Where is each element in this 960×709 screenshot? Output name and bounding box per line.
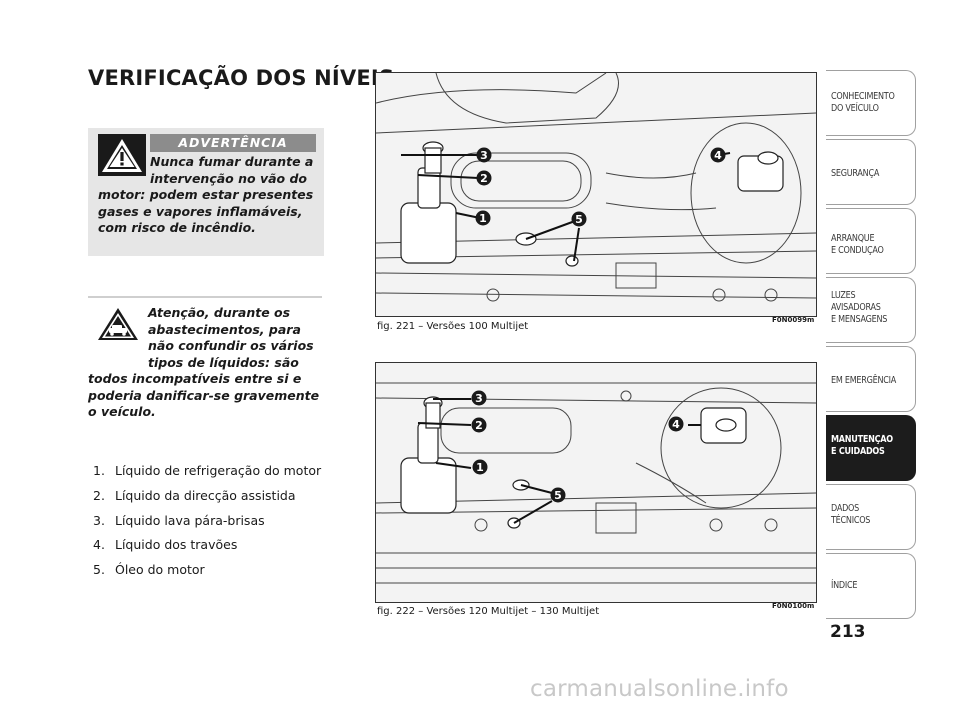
callout-label: 3 bbox=[480, 149, 488, 162]
fluid-legend-list: 1.Líquido de refrigeração do motor 2.Líq… bbox=[93, 459, 321, 583]
tab-seguranca[interactable]: SEGURANÇA bbox=[826, 139, 916, 205]
callout-label: 5 bbox=[575, 213, 583, 226]
tab-dados-tecnicos[interactable]: DADOS TÉCNICOS bbox=[826, 484, 916, 550]
attention-text: Atenção, durante os abastecimentos, para… bbox=[88, 305, 322, 421]
callout-4: 4 bbox=[668, 416, 684, 436]
warning-box: ADVERTÊNCIA Nunca fumar durante a interv… bbox=[88, 128, 324, 256]
engine-bay-figure-222 bbox=[375, 362, 817, 603]
list-item: 1.Líquido de refrigeração do motor bbox=[93, 463, 322, 478]
warning-header: ADVERTÊNCIA bbox=[150, 134, 316, 152]
callout-1: 1 bbox=[472, 459, 488, 479]
list-item: 5.Óleo do motor bbox=[93, 562, 205, 578]
tab-indice[interactable]: ÍNDICE bbox=[826, 553, 916, 619]
callout-label: 2 bbox=[480, 172, 488, 185]
callout-5: 5 bbox=[550, 487, 566, 507]
list-item: 3.Líquido lava pára-brisas bbox=[93, 512, 265, 528]
callout-4: 4 bbox=[710, 147, 726, 167]
callout-2: 2 bbox=[476, 170, 492, 190]
tab-arranque-e-conducao[interactable]: ARRANQUE E CONDUÇÃO bbox=[826, 208, 916, 274]
callout-label: 4 bbox=[672, 418, 680, 431]
callout-label: 4 bbox=[714, 149, 722, 162]
callout-label: 3 bbox=[475, 392, 483, 405]
attention-divider bbox=[88, 296, 322, 298]
car-caution-icon bbox=[98, 308, 138, 340]
figure-caption: fig. 221 – Versões 100 Multijet bbox=[377, 321, 529, 332]
callout-3: 3 bbox=[471, 390, 487, 410]
callout-3: 3 bbox=[476, 147, 492, 167]
figure-code: F0N0100m bbox=[772, 602, 815, 610]
callout-label: 1 bbox=[479, 212, 487, 225]
tab-luzes-avisadoras[interactable]: LUZES AVISADORAS E MENSAGENS bbox=[826, 277, 916, 343]
page-title: VERIFICAÇÃO DOS NÍVEIS bbox=[88, 66, 395, 90]
list-item: 4.Líquido dos travões bbox=[93, 537, 238, 553]
engine-bay-illustration bbox=[376, 73, 816, 302]
tab-manutencao-e-cuidados[interactable]: MANUTENÇÃO E CUIDADOS bbox=[826, 415, 916, 481]
callout-label: 2 bbox=[475, 419, 483, 432]
figure-code: F0N0099m bbox=[772, 316, 815, 324]
callout-label: 5 bbox=[554, 489, 562, 502]
tab-em-emergencia[interactable]: EM EMERGÊNCIA bbox=[826, 346, 916, 412]
warning-text-content: Nunca fumar durante a intervenção no vão… bbox=[98, 154, 314, 235]
tab-conhecimento-do-veiculo[interactable]: CONHECIMENTO DO VEÍCULO bbox=[826, 70, 916, 136]
callout-label: 1 bbox=[476, 461, 484, 474]
engine-bay-figure-221 bbox=[375, 72, 817, 317]
figure-caption: fig. 222 – Versões 120 Multijet – 130 Mu… bbox=[377, 606, 600, 617]
callout-1: 1 bbox=[475, 210, 491, 230]
list-item: 2.Líquido da direcção assistida bbox=[93, 487, 296, 503]
warning-text: Nunca fumar durante a intervenção no vão… bbox=[98, 154, 318, 237]
attention-text-content: Atenção, durante os abastecimentos, para… bbox=[88, 305, 320, 419]
page-number: 213 bbox=[830, 622, 866, 642]
warning-triangle-icon bbox=[98, 134, 146, 176]
callout-2: 2 bbox=[471, 417, 487, 437]
watermark: carmanualsonline.info bbox=[530, 676, 789, 702]
callout-5: 5 bbox=[571, 211, 587, 231]
engine-bay-illustration bbox=[376, 382, 816, 584]
